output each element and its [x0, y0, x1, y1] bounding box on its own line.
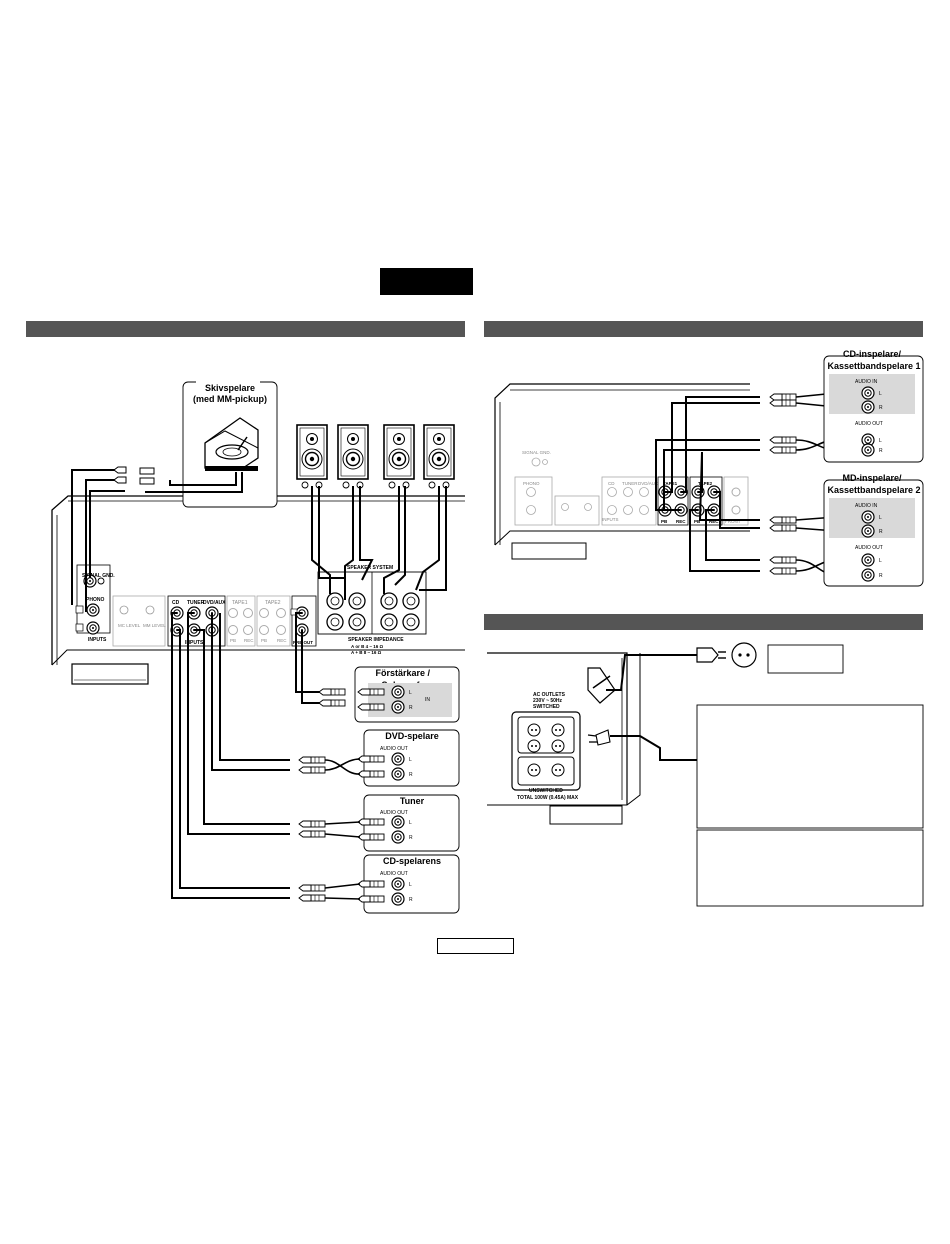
cd-r: R [409, 897, 413, 903]
md-tape2-in-l: L [879, 515, 882, 521]
amp-sub-in: IN [425, 697, 430, 703]
amplifier-rear-panel-small: SIGNAL GND. PHONO CD TUNER DVD/AUX INPUT… [494, 383, 750, 560]
label-front: FRONT [725, 519, 741, 524]
label-ac-voltage: 230V ~ 50Hz [533, 698, 563, 704]
label-pre-out: PRE OUT [293, 640, 313, 645]
label-cd-2: CD [608, 481, 615, 486]
turntable-device: Skivspelare (med MM-pickup) [182, 379, 278, 508]
label-dvd-aux-2: DVD/AUX [638, 481, 658, 486]
tuner-audio-out: AUDIO OUT [380, 810, 408, 816]
cd-audio-out: AUDIO OUT [380, 871, 408, 877]
label-tape1: TAPE1 [232, 600, 248, 606]
cd-tape1-audio-in: AUDIO IN [855, 379, 878, 385]
section-bar-connections [26, 321, 465, 337]
amplifier-rear-panel: SIGNAL GND. PHONO INPUTS MC LEVEL MM LEV… [51, 495, 465, 685]
cd-tape1-audio-out: AUDIO OUT [855, 421, 883, 427]
label-pb-3: PB [661, 519, 668, 524]
label-phono: PHONO [86, 597, 104, 603]
label-switched: SWITCHED [533, 704, 560, 710]
dvd-audio-out: AUDIO OUT [380, 746, 408, 752]
page-number-box [437, 938, 514, 954]
cd-tape1-in-r: R [879, 405, 883, 411]
cd-tape1-title: CD-inspelare/ [843, 349, 902, 359]
label-tape2: TAPE2 [265, 600, 281, 606]
md-tape2-audio-in: AUDIO IN [855, 503, 878, 509]
dvd-l: L [409, 757, 412, 763]
label-dvd-aux: DVD/AUX [203, 600, 226, 606]
md-tape2-device: MD-inspelare/ Kassettbandspelare 2 AUDIO… [823, 473, 924, 587]
section-bar-power [484, 614, 923, 630]
label-speaker-impedance: SPEAKER IMPEDANCE [348, 637, 404, 643]
mains-note-box [767, 644, 844, 674]
dvd-r: R [409, 772, 413, 778]
note-box-1 [696, 704, 924, 829]
label-tuner: TUNER [187, 600, 205, 606]
label-impedance-row2: A + B 8 ~ 16 Ω [351, 650, 382, 655]
md-tape2-out-l: L [879, 558, 882, 564]
speaker-icon [423, 424, 455, 489]
wall-socket-icon [731, 642, 757, 668]
cd-tape1-device: CD-inspelare/ Kassettbandspelare 1 AUDIO… [823, 349, 924, 463]
speaker-icon [296, 424, 328, 489]
tuner-l: L [409, 820, 412, 826]
tuner-device: Tuner AUDIO OUT L R [363, 794, 460, 852]
cd-title: CD-spelarens [383, 856, 441, 866]
label-impedance-row1: A or B 4 ~ 16 Ω [351, 644, 383, 649]
label-mc-level: MC LEVEL [118, 623, 141, 628]
label-unswitched: UNSWITCHED [529, 788, 563, 794]
label-rec-4: REC [709, 519, 719, 524]
cd-l: L [409, 882, 412, 888]
label-inputs-phono: INPUTS [88, 637, 107, 643]
amp-sub-l: L [409, 690, 412, 696]
power-section: AC OUTLETS 230V ~ 50Hz SWITCHED UNSWITCH… [487, 642, 924, 907]
label-tape1-2: TAPE1 [663, 481, 678, 486]
label-signal-gnd: SIGNAL GND. [82, 573, 115, 579]
speaker-icon [383, 424, 415, 489]
label-pb-2: PB [261, 638, 267, 643]
tuner-r: R [409, 835, 413, 841]
label-ac-outlets: AC OUTLETS [533, 692, 566, 698]
section-bar-recorders [484, 321, 923, 337]
cd-tape1-subtitle: Kassettbandspelare 1 [827, 361, 920, 371]
label-signal-gnd-2: SIGNAL GND. [522, 450, 551, 455]
md-tape2-in-r: R [879, 529, 883, 535]
turntable-subtitle: (med MM-pickup) [193, 394, 267, 404]
label-total-watts: TOTAL 100W (0.45A) MAX [517, 795, 579, 801]
label-rec-1: REC [244, 638, 254, 643]
label-tuner-2: TUNER [622, 481, 638, 486]
label-rec-3: REC [676, 519, 686, 524]
turntable-title: Skivspelare [205, 383, 255, 393]
md-tape2-title: MD-inspelare/ [842, 473, 902, 483]
speakers [296, 424, 455, 489]
label-tape2-2: TAPE2 [698, 481, 713, 486]
label-pb-1: PB [230, 638, 236, 643]
dvd-title: DVD-spelare [385, 731, 439, 741]
md-tape2-audio-out: AUDIO OUT [855, 545, 883, 551]
speaker-icon [337, 424, 369, 489]
language-tab [380, 268, 473, 295]
label-inputs-2: INPUTS [602, 517, 619, 522]
label-phono-2: PHONO [523, 481, 540, 486]
cd-tape1-out-l: L [879, 438, 882, 444]
label-inputs: INPUTS [185, 640, 204, 646]
note-box-2 [696, 829, 924, 907]
md-tape2-out-r: R [879, 573, 883, 579]
amp-sub-r: R [409, 705, 413, 711]
label-cd: CD [172, 600, 180, 606]
label-speaker-system: SPEAKER SYSTEM [347, 565, 393, 571]
cd-tape1-in-l: L [879, 391, 882, 397]
md-tape2-subtitle: Kassettbandspelare 2 [827, 485, 920, 495]
label-pb-4: PB [694, 519, 701, 524]
dvd-device: DVD-spelare AUDIO OUT L R [363, 729, 460, 787]
ac-outlets-block [511, 711, 581, 791]
label-mm-level: MM LEVEL [143, 623, 166, 628]
label-rec-2: REC [277, 638, 287, 643]
tuner-title: Tuner [400, 796, 425, 806]
cd-tape1-out-r: R [879, 448, 883, 454]
amp-sub-title: Förstärkare / [375, 668, 430, 678]
